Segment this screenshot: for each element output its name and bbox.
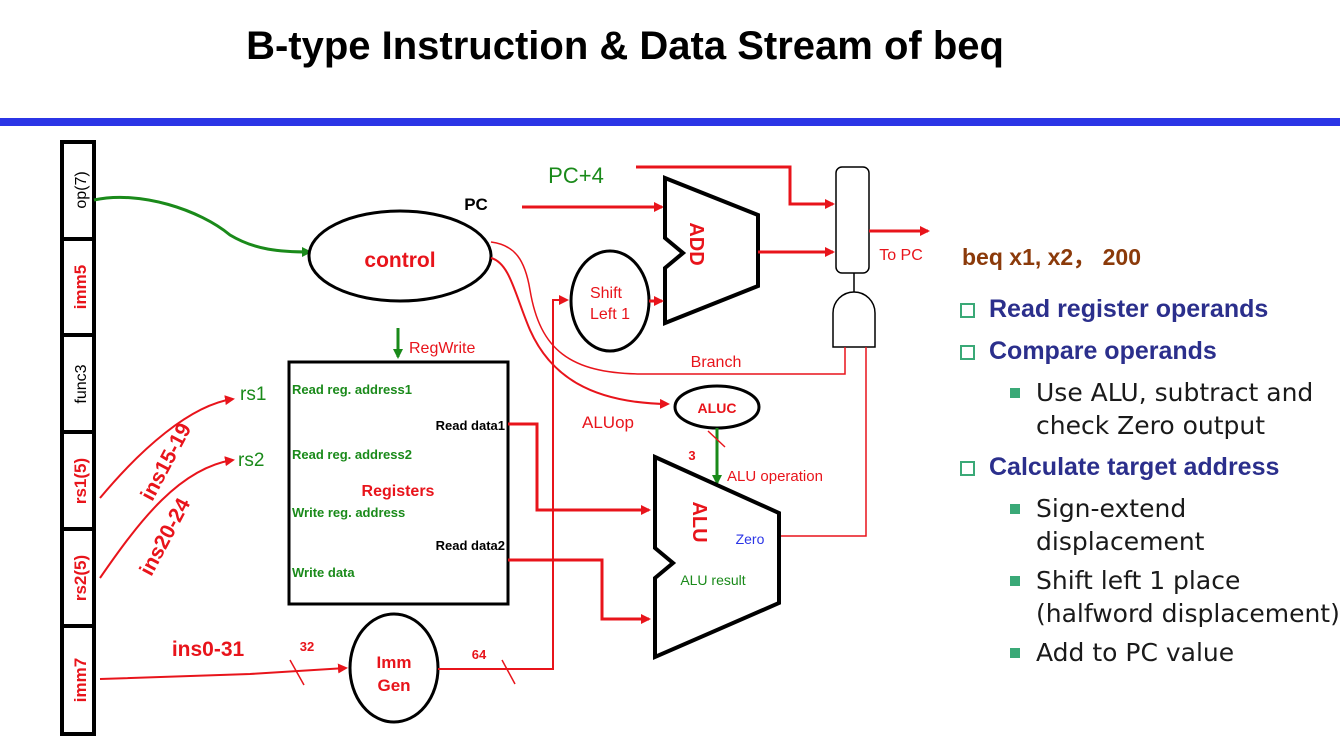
reg-read-data1: Read data1 <box>436 418 505 433</box>
field-rs2: rs2(5) <box>71 555 90 601</box>
bits3-label: 3 <box>688 448 695 463</box>
field-rs1: rs1(5) <box>71 458 90 504</box>
op-to-control-wire <box>93 195 312 257</box>
alu-label: ALU <box>688 501 710 542</box>
aluop-wire <box>490 257 670 409</box>
sub-bullet: Sign-extend displacement <box>1010 492 1340 558</box>
filled-square-icon <box>1010 504 1020 514</box>
example-instruction: beq x1, x2， 200 <box>962 244 1141 270</box>
reg-read-addr1: Read reg. address1 <box>292 382 412 397</box>
sub-bullet-text: Add to PC value <box>1036 638 1235 667</box>
aluop-bits-slash <box>707 430 726 448</box>
rs1-wire <box>99 395 235 499</box>
immgen-to-shift-wire <box>438 295 569 670</box>
ins0-31-label: ins0-31 <box>172 638 245 661</box>
ins-to-immgen-wire <box>99 663 348 680</box>
bullet-text: Read register operands <box>989 295 1269 323</box>
imm-gen-label-2: Gen <box>377 676 410 695</box>
hollow-square-icon <box>960 345 975 360</box>
reg-read-data2: Read data2 <box>436 538 505 553</box>
and-gate <box>832 291 876 348</box>
sub-bullet: Add to PC value <box>1010 636 1340 669</box>
aluop-label: ALUop <box>582 413 634 432</box>
bullet-read-operands: Read register operands <box>958 294 1340 324</box>
bits64-label: 64 <box>472 647 487 662</box>
regwrite-label: RegWrite <box>409 340 475 357</box>
sub-list-target: Sign-extend displacement Shift left 1 pl… <box>1010 492 1340 669</box>
field-imm5: imm5 <box>71 265 90 309</box>
rs2-label: rs2 <box>238 450 264 471</box>
add-unit <box>663 175 760 326</box>
field-func3: func3 <box>73 364 90 403</box>
filled-square-icon <box>1010 576 1020 586</box>
bullet-text: Compare operands <box>989 337 1217 365</box>
hollow-square-icon <box>960 303 975 318</box>
register-file <box>287 360 510 606</box>
pc-plus-4-label: PC+4 <box>548 163 604 188</box>
page-title: B-type Instruction & Data Stream of beq <box>246 24 1004 68</box>
reg-title: Registers <box>362 483 435 500</box>
branch-wire <box>490 241 846 375</box>
instruction-fields: op(7) imm5 func3 rs1(5) rs2(5) imm7 <box>60 140 96 736</box>
reg-read-addr2: Read reg. address2 <box>292 447 412 462</box>
reg-write-data: Write data <box>292 565 355 580</box>
field-imm7: imm7 <box>71 658 90 702</box>
zero-to-and-wire <box>779 347 867 537</box>
field-op: op(7) <box>73 171 90 208</box>
reg-write-addr: Write reg. address <box>292 505 405 520</box>
add-label: ADD <box>685 222 707 265</box>
rs2-wire <box>99 456 235 579</box>
branch-label: Branch <box>691 354 742 371</box>
bullet-calculate-target: Calculate target address <box>958 452 1340 482</box>
sub-bullet-text: Use ALU, subtract and check Zero output <box>1036 378 1314 440</box>
hollow-square-icon <box>960 461 975 476</box>
ins20-24-label: ins20-24 <box>135 494 195 579</box>
rs1-label: rs1 <box>240 384 266 405</box>
sub-bullet-text: Sign-extend displacement <box>1036 494 1205 556</box>
control-label: control <box>364 249 435 272</box>
aluc-label: ALUC <box>698 400 737 416</box>
sub-bullet-text: Shift left 1 place (halfword displacemen… <box>1036 566 1340 628</box>
pc-mux <box>835 166 870 274</box>
alu-operation-label: ALU operation <box>727 468 823 485</box>
sub-list-compare: Use ALU, subtract and check Zero output <box>1010 376 1340 442</box>
bullet-list: Read register operands Compare operands … <box>958 294 1340 679</box>
bullet-text: Calculate target address <box>989 453 1280 481</box>
imm-gen-label-1: Imm <box>377 653 412 672</box>
alu-result-label: ALU result <box>680 572 745 588</box>
sub-bullet: Shift left 1 place (halfword displacemen… <box>1010 564 1340 630</box>
bits32-label: 32 <box>300 639 314 654</box>
bullet-compare-operands: Compare operands <box>958 336 1340 366</box>
pc-label: PC <box>464 195 488 214</box>
bits64-slash <box>501 659 516 685</box>
shift-label-1: Shift <box>590 285 623 302</box>
readdata2-to-alu-wire <box>508 558 651 624</box>
sub-bullet: Use ALU, subtract and check Zero output <box>1010 376 1340 442</box>
shift-label-2: Left 1 <box>590 306 630 323</box>
title-rule <box>0 118 1340 126</box>
control-unit <box>307 209 493 303</box>
pcplus4-to-mux-wire <box>636 165 835 209</box>
zero-label: Zero <box>736 531 765 547</box>
filled-square-icon <box>1010 648 1020 658</box>
to-pc-label: To PC <box>879 247 923 264</box>
readdata1-to-alu-wire <box>508 422 651 515</box>
filled-square-icon <box>1010 388 1020 398</box>
bits32-slash <box>289 659 305 686</box>
alu-unit <box>653 453 781 661</box>
